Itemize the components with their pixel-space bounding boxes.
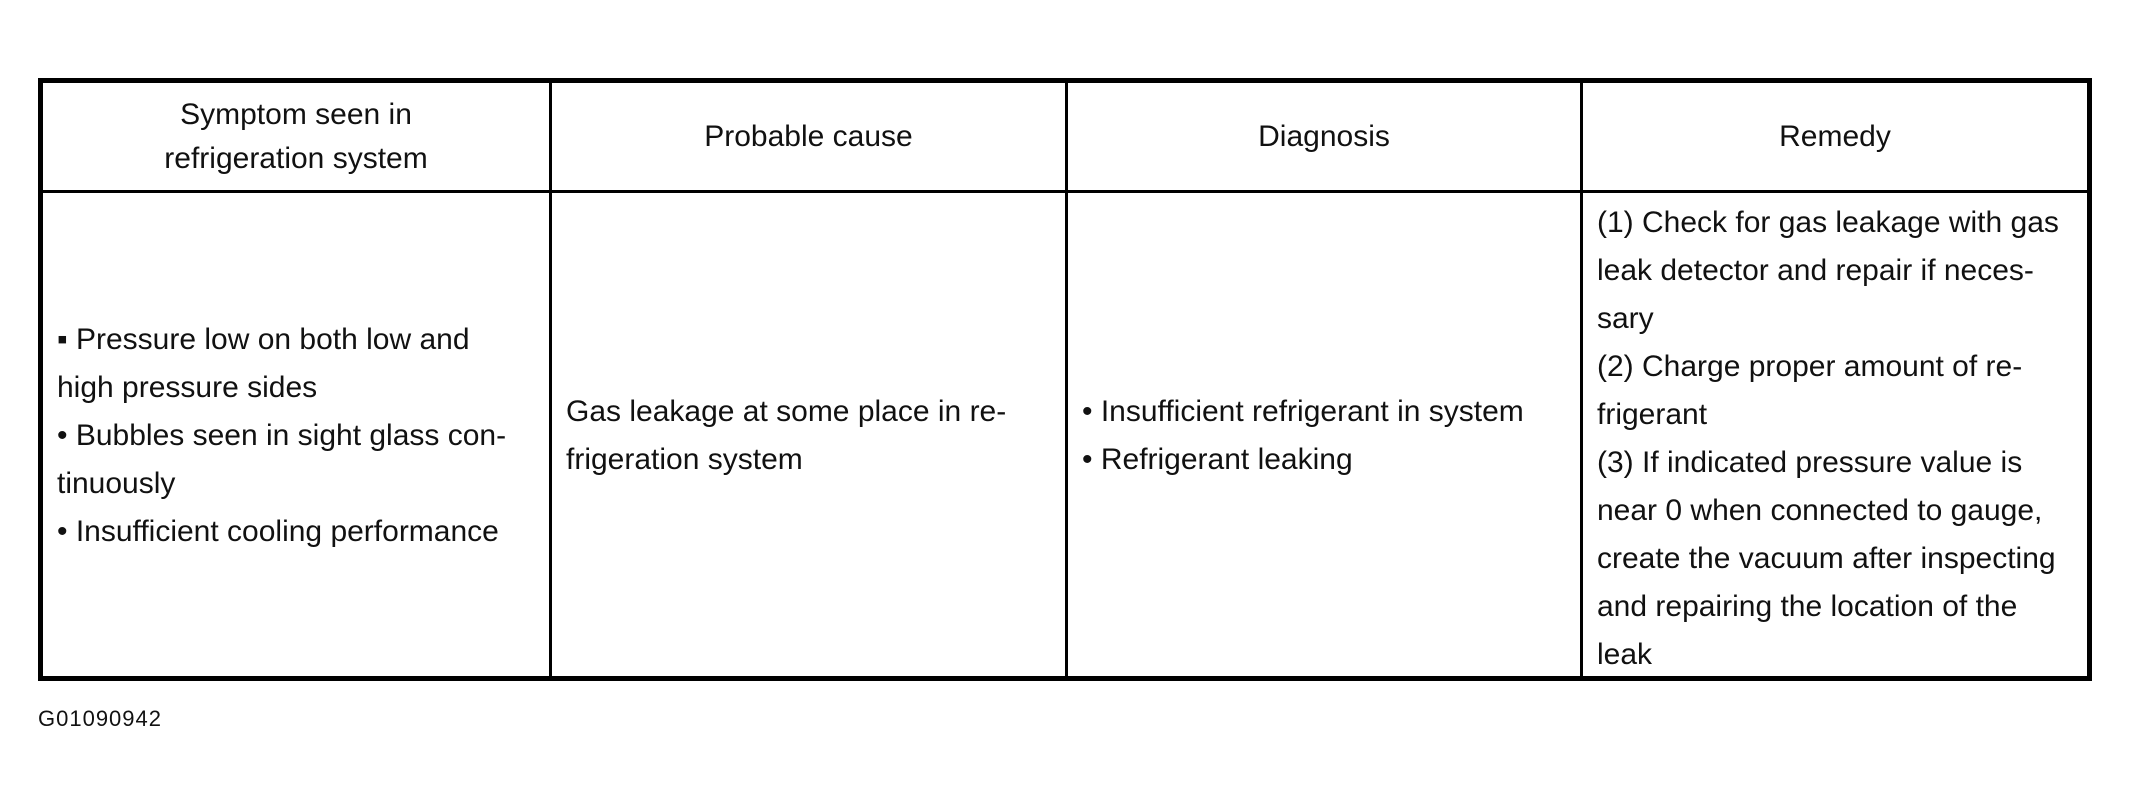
symptom-line: ▪ Pressure low on both low and — [57, 323, 470, 356]
header-probable-cause-label: Probable cause — [704, 119, 913, 153]
header-remedy: Remedy — [1583, 83, 2087, 193]
remedy-line: leak detector and repair if neces- — [1597, 254, 2034, 287]
header-remedy-label: Remedy — [1779, 119, 1891, 153]
remedy-line: (1) Check for gas leakage with gas — [1597, 206, 2059, 239]
diagnosis-text: • Insufficient refrigerant in system • R… — [1082, 388, 1524, 484]
remedy-line: create the vacuum after inspecting — [1597, 542, 2056, 575]
remedy-line: and repairing the location of the — [1597, 590, 2018, 623]
symptom-cell: ▪ Pressure low on both low and high pres… — [43, 193, 552, 679]
diagnosis-line: • Refrigerant leaking — [1082, 443, 1353, 476]
remedy-line: near 0 when connected to gauge, — [1597, 494, 2043, 527]
remedy-line: sary — [1597, 302, 1654, 335]
remedy-line: frigerant — [1597, 398, 1708, 431]
remedy-text: (1) Check for gas leakage with gas leak … — [1597, 199, 2059, 679]
probable-cause-line: frigeration system — [566, 443, 803, 476]
symptom-line: • Bubbles seen in sight glass con- — [57, 419, 507, 452]
header-diagnosis: Diagnosis — [1068, 83, 1583, 193]
remedy-line: (2) Charge proper amount of re- — [1597, 350, 2023, 383]
symptom-line: high pressure sides — [57, 371, 318, 404]
header-diagnosis-label: Diagnosis — [1258, 119, 1390, 153]
symptom-line: tinuously — [57, 467, 176, 500]
diagnosis-cell: • Insufficient refrigerant in system • R… — [1068, 193, 1583, 679]
symptom-text: ▪ Pressure low on both low and high pres… — [57, 316, 506, 556]
header-symptom: Symptom seen in refrigeration system — [43, 83, 552, 193]
figure-id: G01090942 — [38, 706, 162, 731]
probable-cause-cell: Gas leakage at some place in re- frigera… — [552, 193, 1068, 679]
diagnosis-line: • Insufficient refrigerant in system — [1082, 395, 1524, 428]
header-symptom-line: refrigeration system — [164, 141, 428, 175]
probable-cause-text: Gas leakage at some place in re- frigera… — [566, 388, 1006, 484]
remedy-line: leak — [1597, 638, 1653, 671]
remedy-line: (3) If indicated pressure value is — [1597, 446, 2023, 479]
header-probable-cause: Probable cause — [552, 83, 1068, 193]
header-symptom-text: Symptom seen in refrigeration system — [164, 93, 427, 181]
symptom-line: • Insufficient cooling performance — [57, 515, 499, 548]
diagnosis-table: Symptom seen in refrigeration system Pro… — [38, 78, 2092, 681]
header-symptom-line: Symptom seen in — [180, 97, 412, 131]
probable-cause-line: Gas leakage at some place in re- — [566, 395, 1007, 428]
remedy-cell: (1) Check for gas leakage with gas leak … — [1583, 193, 2087, 679]
